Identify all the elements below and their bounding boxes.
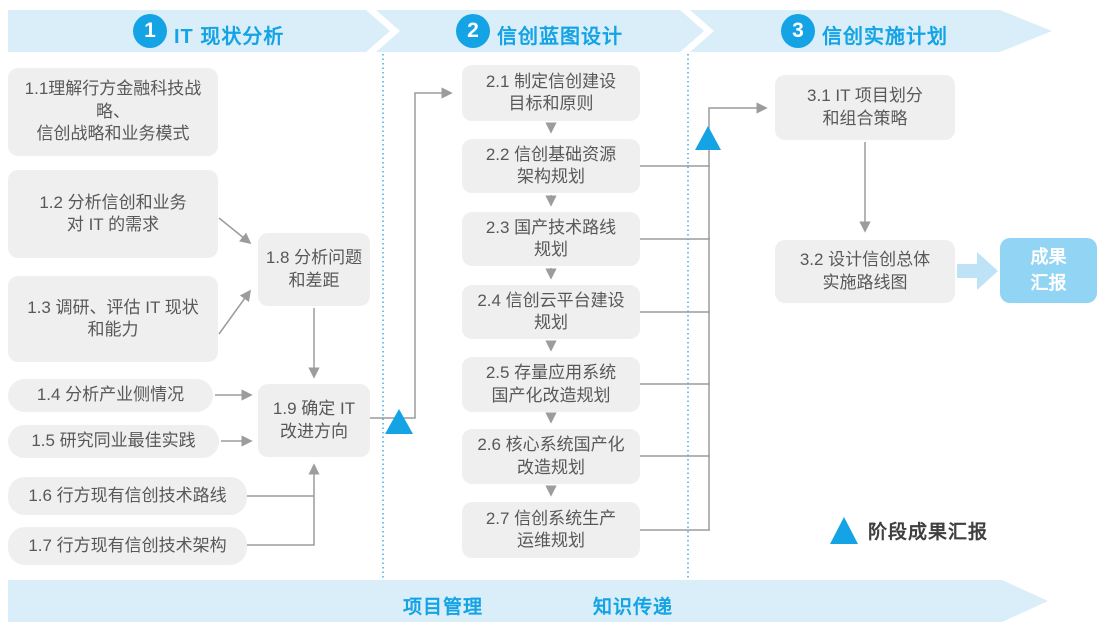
phase-2-number-badge: 2 (456, 14, 490, 48)
legend-label: 阶段成果汇报 (868, 522, 989, 543)
bottom-banner (8, 580, 1048, 622)
phase-2-title: 信创蓝图设计 (497, 26, 623, 48)
task-box-1-5: 1.5 研究同业最佳实践 (8, 425, 219, 458)
task-box-3-2: 3.2 设计信创总体 实施路线图 (775, 240, 955, 303)
task-box-1-1: 1.1理解行方金融科技战略、 信创战略和业务模式 (8, 68, 218, 156)
task-box-2-2: 2.2 信创基础资源 架构规划 (462, 139, 640, 193)
phase1-connectors (215, 87, 453, 546)
task-box-1-6: 1.6 行方现有信创技术路线 (8, 477, 247, 515)
task-box-2-7: 2.7 信创系统生产 运维规划 (462, 502, 640, 558)
phase-3-number-badge: 3 (781, 14, 815, 48)
bottom-banner-shape (8, 580, 1048, 622)
milestone-triangle-phase2-icon (695, 126, 721, 150)
task-box-2-5: 2.5 存量应用系统 国产化改造规划 (462, 357, 640, 412)
phase-banner-3 (690, 10, 1052, 52)
legend-triangle-icon (830, 517, 858, 544)
task-box-2-4: 2.4 信创云平台建设 规划 (462, 285, 640, 339)
bottom-label-knowledge-transfer: 知识传递 (592, 597, 674, 618)
task-box-1-8: 1.8 分析问题 和差距 (258, 233, 370, 306)
milestone-triangle-phase1-icon (385, 409, 413, 434)
task-box-1-4: 1.4 分析产业侧情况 (8, 379, 213, 412)
task-box-1-9: 1.9 确定 IT 改进方向 (258, 384, 370, 457)
phase-1-title: IT 现状分析 (174, 26, 285, 48)
result-report-box: 成果 汇报 (1000, 238, 1097, 303)
task-box-1-2: 1.2 分析信创和业务 对 IT 的需求 (8, 170, 218, 258)
task-box-1-3: 1.3 调研、评估 IT 现状 和能力 (8, 276, 218, 362)
result-arrow-icon (957, 252, 998, 290)
task-box-2-6: 2.6 核心系统国产化 改造规划 (462, 429, 640, 484)
phase2-output-bus (640, 102, 768, 531)
phase-1-number-badge: 1 (133, 14, 167, 48)
task-box-1-7: 1.7 行方现有信创技术架构 (8, 527, 247, 565)
bottom-label-project-management: 项目管理 (402, 597, 484, 618)
phase-banner-1 (8, 10, 390, 52)
phase-3-title: 信创实施计划 (822, 26, 948, 48)
task-box-2-1: 2.1 制定信创建设 目标和原则 (462, 65, 640, 121)
task-box-3-1: 3.1 IT 项目划分 和组合策略 (775, 75, 955, 140)
task-box-2-3: 2.3 国产技术路线 规划 (462, 212, 640, 266)
